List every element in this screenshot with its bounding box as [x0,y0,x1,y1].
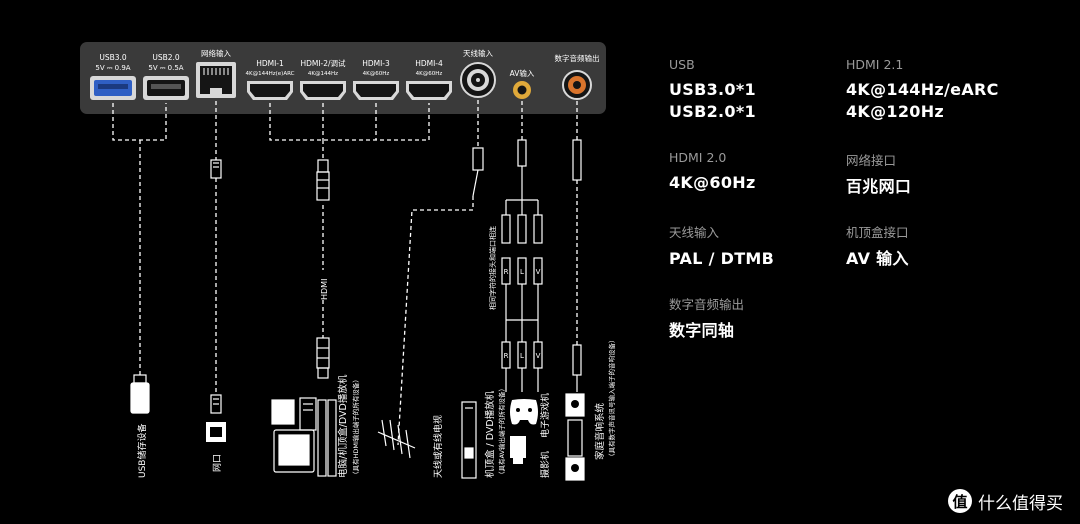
game-controller-icon [510,399,538,425]
port-sub-hdmi3: 4K@60Hz [363,71,390,77]
rca-tag-l-bottom: L [520,352,524,360]
watermark-logo-icon: 值 [948,489,972,513]
watermark-text: 什么值得买 [978,493,1063,514]
port-label-antenna: 天线输入 [463,48,493,58]
device-label-antenna: 天线或有线电视 [432,415,444,478]
port-label-hdmi4: HDMI-4 [415,59,443,68]
spec-label: 数字音频输出 [669,297,745,312]
device-label-game: 电子游戏机 [539,393,551,438]
device-label-pc: 电脑/机顶盒/DVD播放机 [337,374,349,478]
usb2-port-icon [143,76,189,100]
spec-value: 4K@60Hz [669,173,756,192]
device-label-home-theater: 家庭音响系统 [594,402,606,460]
device-label-stb: 机顶盒 / DVD播放机 [484,390,496,478]
hdmi-cable-label: HDMI [320,279,329,300]
port-sub-usb2: 5V ⎓ 0.5A [148,64,183,72]
spec-values: 4K@144Hz/eARC 4K@120Hz [846,79,999,123]
stb-device-icon [461,401,477,479]
usb3-port-icon [90,76,136,100]
port-label-hdmi1: HDMI-1 [256,59,284,68]
camera-icon [510,436,526,464]
spec-label: 天线输入 [669,225,720,240]
port-label-coax: 数字音频输出 [555,53,600,63]
port-label-av: AV输入 [510,68,535,78]
ethernet-port-icon [196,62,236,98]
spec-value: 4K@120Hz [846,102,945,121]
hdmi3-port-icon [353,81,399,100]
spec-values: PAL / DTMB [669,248,774,270]
rca-tag-l-top: L [520,268,524,276]
coax-port-icon [562,70,592,100]
spec-usb: USB USB3.0*1 USB2.0*1 [669,57,756,123]
spec-label: HDMI 2.0 [669,150,727,165]
spec-hdmi20: HDMI 2.0 4K@60Hz [669,150,756,194]
port-sub-usb3: 5V ⎓ 0.9A [95,64,130,72]
port-label-usb3: USB3.0 [99,53,127,62]
port-label-usb2: USB2.0 [152,53,180,62]
hdmi4-port-icon [406,81,452,100]
port-label-lan: 网络输入 [201,48,231,58]
usb-stick-icon [130,374,150,414]
rca-tag-r-top: R [504,268,509,276]
device-label-camera: 摄影机 [539,451,551,478]
port-label-hdmi3: HDMI-3 [362,59,390,68]
spec-label: 机顶盒接口 [846,225,909,240]
spec-antenna: 天线输入 PAL / DTMB [669,222,774,270]
spec-values: USB3.0*1 USB2.0*1 [669,79,756,123]
hdmi2-port-icon [300,81,346,100]
device-label-usb: USB储存设备 [136,424,148,478]
spec-values: 4K@60Hz [669,172,756,194]
pc-device-icon [271,397,337,477]
port-label-hdmi2: HDMI-2/调试 [300,58,346,68]
spec-hdmi21: HDMI 2.1 4K@144Hz/eARC 4K@120Hz [846,57,999,123]
watermark: 值 什么值得买 [948,488,1063,514]
antenna-port-icon [460,62,496,98]
port-sub-hdmi4: 4K@60Hz [416,71,443,77]
spec-values: AV 输入 [846,248,909,270]
spec-values: 数字同轴 [669,320,744,342]
spec-digital-audio: 数字音频输出 数字同轴 [669,294,744,342]
hdmi1-port-icon [247,81,293,100]
spec-value: 4K@144Hz/eARC [846,80,999,99]
spec-value: USB3.0*1 [669,80,756,99]
spec-label: 网络接口 [846,153,897,168]
rca-hint-label: 相同字符的接头和端口相连 [488,226,497,310]
spec-value: USB2.0*1 [669,102,756,121]
spec-network: 网络接口 百兆网口 [846,150,911,198]
spec-value: AV 输入 [846,249,909,268]
connection-diagram: USB3.0 5V ⎓ 0.9A USB2.0 5V ⎓ 0.5A 网络输入 H… [80,42,616,481]
spec-label: HDMI 2.1 [846,57,904,72]
rca-tag-v-bottom: V [536,352,541,360]
home-theater-icon [565,393,585,481]
port-sub-hdmi1: 4K@144Hz(e)ARC [246,71,295,77]
device-label-lan: 网口 [212,454,223,472]
rca-tag-r-bottom: R [504,352,509,360]
av-port-icon [513,81,531,99]
tv-antenna-icon [377,419,416,459]
lan-socket-icon [206,422,226,442]
device-label-stb-note: （具有AV输出端子的所有设备） [497,385,506,478]
port-sub-hdmi2: 4K@144Hz [308,71,338,77]
spec-label: USB [669,57,695,72]
spec-values: 百兆网口 [846,176,911,198]
spec-value: 数字同轴 [669,321,735,340]
rca-tag-v-top: V [536,268,541,276]
spec-value: PAL / DTMB [669,249,775,268]
device-label-pc-note: （具有HDMI输出端子的所有设备） [351,376,360,478]
spec-value: 百兆网口 [846,177,912,196]
device-label-home-theater-note: （具有数字声音讯号输入端子的音响设备） [607,337,616,461]
spec-stb: 机顶盒接口 AV 输入 [846,222,909,270]
